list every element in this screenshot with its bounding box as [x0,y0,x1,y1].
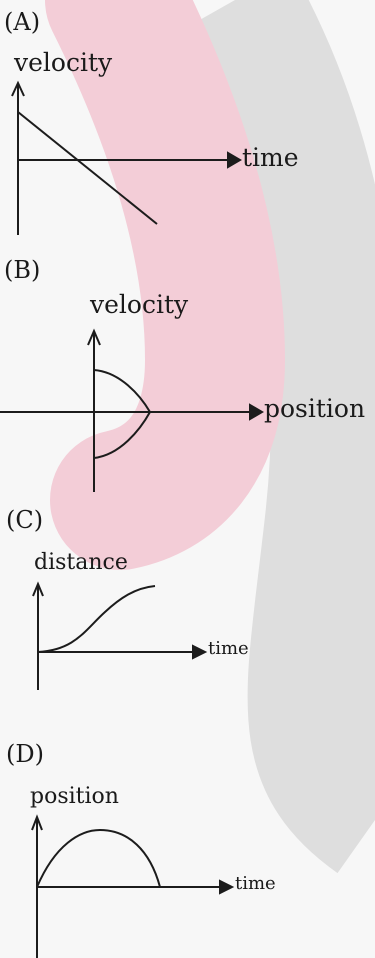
panel-c-y-axis-label: distance [34,550,128,575]
panel-b-curve [93,369,152,459]
panel-b-x-arrow [249,403,264,421]
panel-a-label: (A) [4,8,41,36]
panel-d-x-arrow [219,879,235,895]
panel-c-y-arrow [32,581,44,597]
panel-a-x-arrow [227,151,242,169]
pink-band [45,0,286,570]
panel-b-y-axis-label: velocity [90,290,189,319]
panel-a-curve [17,111,158,225]
panel-d-label: (D) [6,740,44,768]
panel-d-graph [31,814,235,958]
panel-b-graph [0,328,264,492]
panel-b-x-axis-label: position [264,394,366,423]
panel-d-x-axis-label: time [235,873,276,894]
panel-c-x-axis-label: time [208,638,249,659]
panel-c-x-arrow [192,644,208,660]
panel-c-curve [37,585,156,653]
panel-b-label: (B) [4,256,41,284]
panel-d-curve [36,828,161,888]
panel-a-y-axis-label: velocity [14,48,113,77]
panel-d-y-arrow [31,814,43,831]
panel-a-graph [11,80,242,235]
gray-band [178,0,375,874]
panel-d-y-axis-label: position [30,784,119,809]
panel-c-graph [32,581,208,690]
panel-c-label: (C) [6,506,44,534]
panel-b-y-arrow [87,328,101,346]
panel-a-x-axis-label: time [242,143,299,172]
panel-a-y-arrow [11,80,25,97]
